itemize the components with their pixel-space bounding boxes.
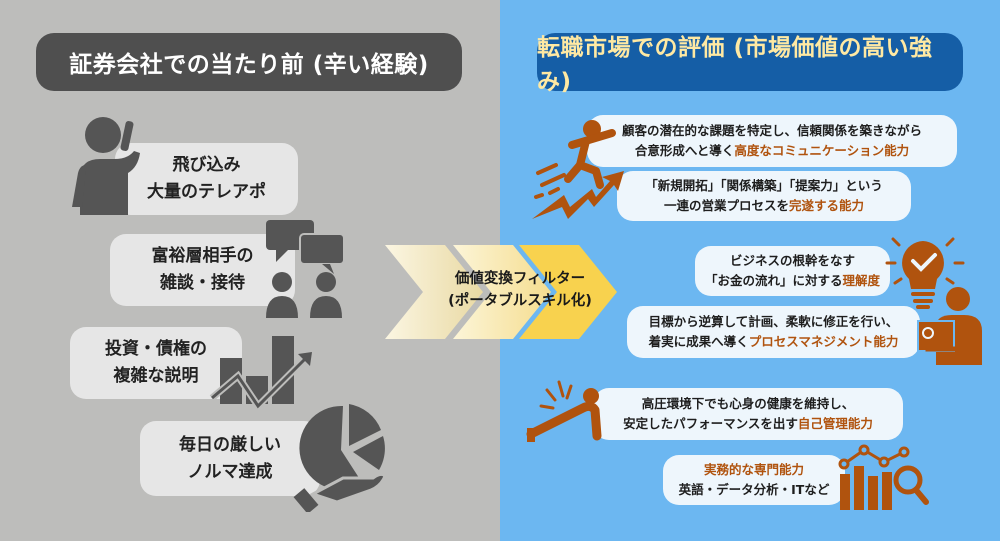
filter-line: (ポータブルスキル化) — [448, 293, 592, 309]
left-item-line: ノルマ達成 — [187, 461, 273, 482]
left-item-client-entertainment: 富裕層相手の 雑談・接待 — [110, 234, 295, 306]
right-item-line: 一連の営業プロセスを完遂する能力 — [663, 198, 865, 213]
right-item-communication: 顧客の潜在的な課題を特定し、信頼関係を築きながら 合意形成へと導く高度なコミュニ… — [587, 115, 957, 167]
left-item-line: 飛び込み — [172, 155, 241, 175]
value-conversion-chevrons — [385, 245, 617, 339]
right-item-sales-process: 「新規開拓」「関係構築」「提案力」という 一連の営業プロセスを完遂する能力 — [617, 171, 911, 221]
filter-line: 価値変換フィルター — [454, 271, 586, 287]
highlight-text: 自己管理能力 — [797, 416, 873, 431]
left-item-sales-quota: 毎日の厳しい ノルマ達成 — [140, 421, 320, 496]
highlight-text: 完遂する能力 — [789, 198, 865, 213]
right-item-line: 合意形成へと導く高度なコミュニケーション能力 — [634, 143, 910, 158]
left-item-line: 投資・債権の — [105, 339, 207, 359]
right-item-line: 「新規開拓」「関係構築」「提案力」という — [645, 178, 883, 193]
right-item-line: 高圧環境下でも心身の健康を維持し、 — [641, 396, 855, 411]
right-item-line: 「お金の流れ」に対する理解度 — [704, 273, 881, 288]
right-title: 転職市場での評価 (市場価値の高い強み) — [537, 33, 963, 95]
bar-chart-trend-icon — [209, 336, 312, 412]
right-item-line: 安定したパフォーマンスを出す自己管理能力 — [623, 416, 873, 431]
right-item-line: 顧客の潜在的な課題を特定し、信頼関係を築きながら — [621, 123, 922, 138]
right-item-process-management: 目標から逆算して計画、柔軟に修正を行い、 着実に成果へ導くプロセスマネジメント能… — [627, 306, 920, 358]
right-item-line: 目標から逆算して計画、柔軟に修正を行い、 — [648, 314, 899, 329]
right-item-expertise: 実務的な専門能力 英語・データ分析・ITなど — [663, 455, 845, 505]
highlight-text: 実務的な専門能力 — [703, 462, 804, 477]
left-item-line: 富裕層相手の — [151, 246, 254, 266]
running-person-icon — [532, 120, 624, 219]
left-item-investment-explanation: 投資・債権の 複雑な説明 — [70, 327, 242, 399]
right-item-self-management: 高圧環境下でも心身の健康を維持し、 安定したパフォーマンスを出す自己管理能力 — [593, 388, 903, 440]
pushup-person-icon — [526, 380, 602, 442]
left-item-cold-calls: 飛び込み 大量のテレアポ — [115, 143, 298, 215]
data-analysis-icon — [838, 444, 929, 510]
highlight-text: プロセスマネジメント能力 — [748, 334, 899, 349]
right-item-line: 英語・データ分析・ITなど — [678, 482, 830, 497]
left-item-line: 複雑な説明 — [113, 366, 199, 386]
person-phone-icon — [72, 117, 140, 215]
person-laptop-icon — [917, 287, 982, 365]
right-item-line: ビジネスの根幹をなす — [729, 253, 855, 268]
left-item-line: 毎日の厳しい — [179, 434, 281, 455]
right-item-money-flow: ビジネスの根幹をなす 「お金の流れ」に対する理解度 — [695, 246, 890, 296]
value-conversion-filter-label: 価値変換フィルター (ポータブルスキル化) — [430, 268, 610, 312]
right-item-line: 着実に成果へ導くプロセスマネジメント能力 — [648, 334, 899, 349]
highlight-text: 理解度 — [842, 273, 881, 288]
hand-pie-chart-icon — [293, 404, 387, 512]
lightbulb-check-icon — [885, 237, 965, 309]
left-title: 証券会社での当たり前 (辛い経験) — [36, 33, 462, 91]
left-item-line: 大量のテレアポ — [147, 182, 266, 202]
left-item-line: 雑談・接待 — [160, 273, 245, 293]
people-chat-icon — [266, 220, 345, 318]
highlight-text: 高度なコミュニケーション能力 — [734, 143, 910, 158]
